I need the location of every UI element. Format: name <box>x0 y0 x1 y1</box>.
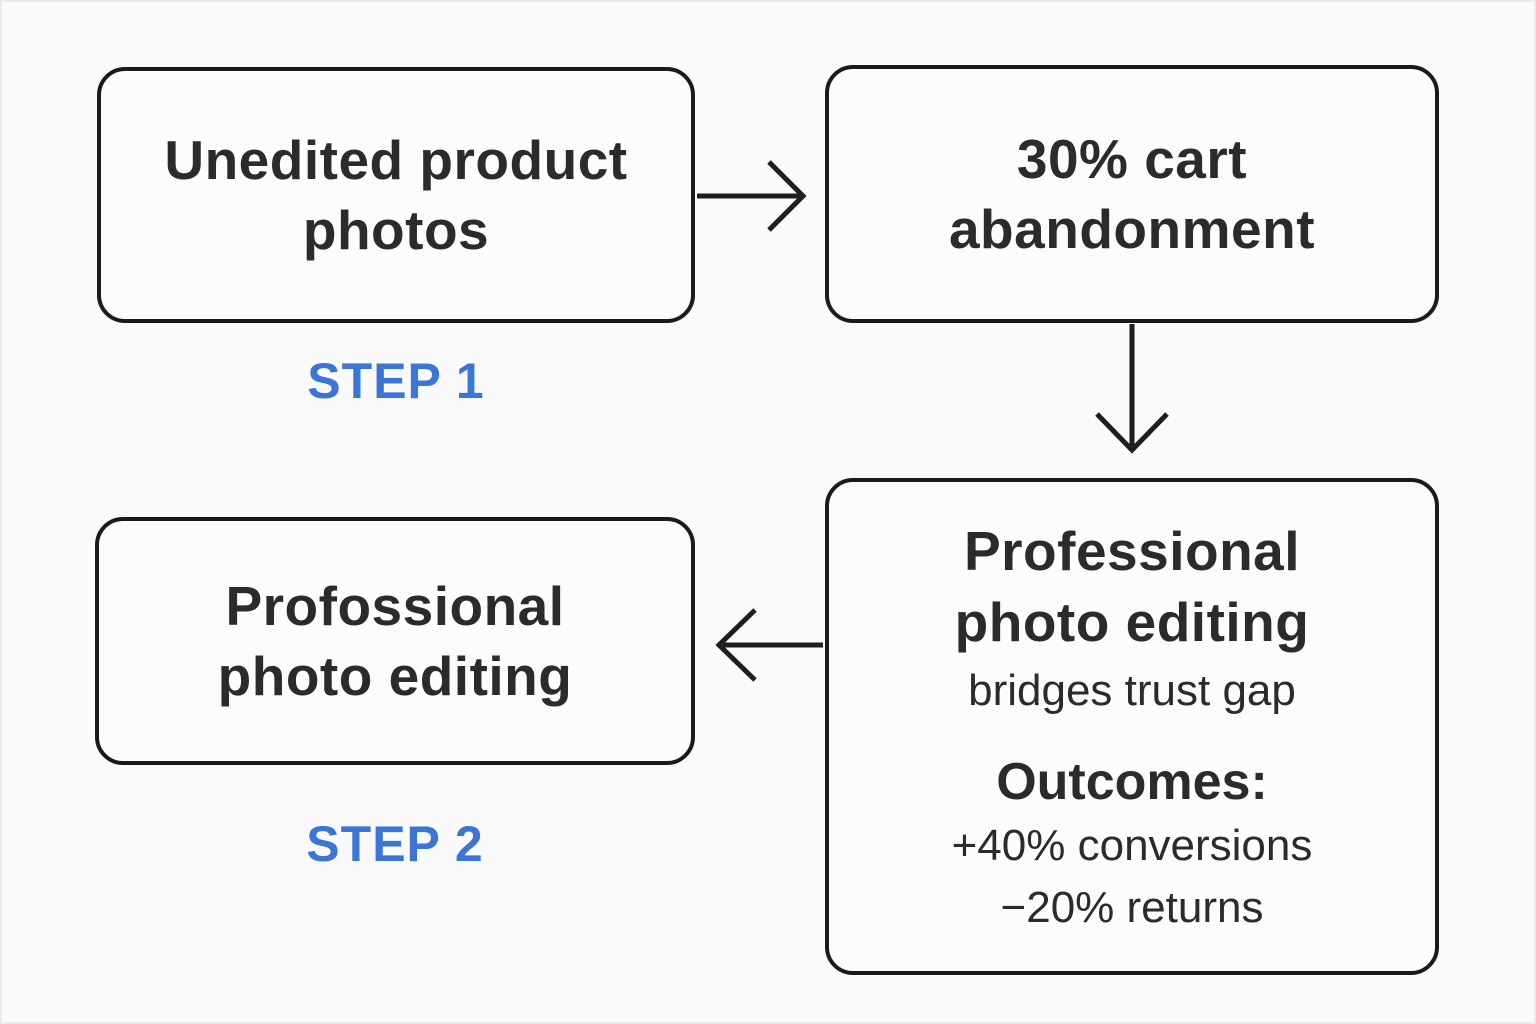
node-title: Professional photo editing <box>954 520 1310 653</box>
node-title: 30% cart abandonment <box>948 127 1316 260</box>
arrow-right-icon <box>697 160 807 232</box>
outcome-returns: −20% returns <box>1000 883 1264 933</box>
outcomes-heading: Outcomes: <box>996 753 1268 812</box>
node-professional-photo-editing-impact: Professional photo editing bridges trust… <box>825 478 1439 975</box>
arrow-left-icon <box>715 608 823 682</box>
node-professional-photo-editing-step: Profossional photo editing <box>95 517 695 765</box>
node-cart-abandonment: 30% cart abandonment <box>825 65 1439 323</box>
node-title: Profossional photo editing <box>217 574 573 707</box>
step-2-label: STEP 2 <box>306 816 484 872</box>
node-title: Unedited product photos <box>164 128 628 261</box>
node-subtitle: bridges trust gap <box>968 666 1296 716</box>
arrow-down-icon <box>1095 324 1169 454</box>
outcome-conversions: +40% conversions <box>951 821 1313 871</box>
step-1-label: STEP 1 <box>307 353 485 409</box>
node-unedited-product-photos: Unedited product photos <box>97 67 695 323</box>
